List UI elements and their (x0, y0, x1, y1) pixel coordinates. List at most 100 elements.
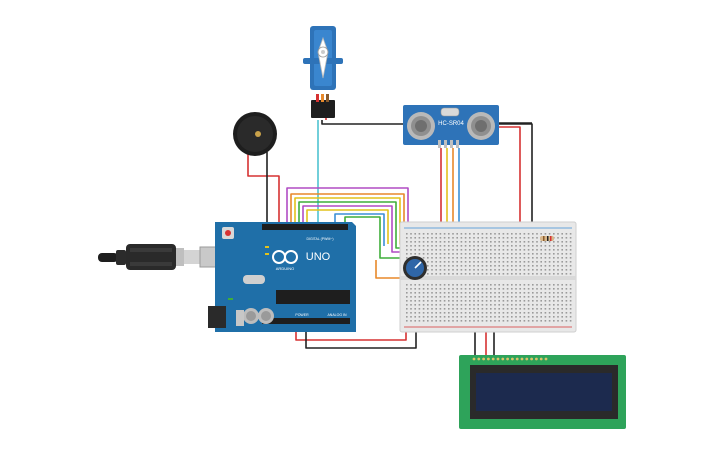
breadboard-hole (569, 245, 572, 247)
breadboard-hole (443, 249, 446, 251)
breadboard-hole (561, 233, 563, 235)
breadboard-hole (565, 292, 568, 294)
breadboard-hole (527, 241, 530, 243)
breadboard-hole (418, 284, 421, 286)
breadboard-hole (473, 304, 475, 306)
breadboard-hole (540, 273, 542, 275)
breadboard-hole (553, 269, 555, 271)
breadboard-hole (414, 320, 416, 322)
lcd-pin (539, 357, 543, 361)
lcd-pin (496, 357, 500, 361)
breadboard-hole (490, 273, 492, 275)
wire-buzzer-red[interactable] (247, 152, 280, 224)
breadboard-hole (431, 284, 433, 286)
breadboard-hole (439, 233, 442, 235)
breadboard-hole (460, 245, 463, 247)
breadboard-hole (515, 237, 517, 239)
breadboard-hole (490, 304, 492, 306)
breadboard-hole (431, 273, 433, 275)
breadboard-hole (498, 261, 500, 263)
breadboard-hole (460, 284, 463, 286)
breadboard-hole (515, 233, 517, 235)
sensor-model-label: HC-SR04 (438, 121, 464, 127)
breadboard-hole (544, 269, 547, 271)
breadboard-hole (481, 261, 484, 263)
breadboard-hole (448, 284, 450, 286)
breadboard-hole (406, 312, 408, 314)
breadboard-hole (519, 269, 521, 271)
breadboard-hole (464, 265, 467, 267)
breadboard-hole (452, 292, 454, 294)
breadboard-hole (565, 257, 568, 259)
wire-green-2[interactable] (344, 216, 412, 259)
arduino-board-icon[interactable]: ARDUINO UNO DIGITAL (PWM~) POWER ANALOG … (208, 222, 356, 332)
breadboard-hole (506, 265, 509, 267)
breadboard-hole (410, 237, 412, 239)
breadboard-hole (435, 269, 437, 271)
breadboard-hole (477, 288, 479, 290)
breadboard-hole (502, 308, 505, 310)
breadboard-hole (565, 308, 568, 310)
breadboard-hole (494, 245, 496, 247)
breadboard-hole (435, 237, 437, 239)
breadboard-hole (502, 288, 505, 290)
breadboard-hole (485, 296, 488, 298)
breadboard-hole (473, 316, 475, 318)
breadboard-hole (452, 241, 454, 243)
breadboard-hole (569, 320, 572, 322)
wire-yellow-2[interactable] (306, 209, 389, 244)
breadboard-hole (557, 304, 559, 306)
breadboard-hole (548, 261, 551, 263)
breadboard-hole (452, 308, 454, 310)
breadboard-hole (490, 241, 492, 243)
breadboard-hole (464, 308, 467, 310)
breadboard-hole (481, 257, 484, 259)
breadboard-hole (464, 253, 467, 255)
breadboard-hole (435, 233, 437, 235)
breadboard-hole (553, 261, 555, 263)
breadboard-hole (481, 320, 484, 322)
breadboard-hole (523, 245, 526, 247)
breadboard-hole (406, 292, 408, 294)
breadboard-hole (448, 312, 450, 314)
breadboard-hole (494, 257, 496, 259)
breadboard-hole (536, 249, 538, 251)
breadboard-hole (553, 300, 555, 302)
breadboard-hole (490, 233, 492, 235)
breadboard-hole (557, 269, 559, 271)
breadboard-hole (481, 241, 484, 243)
breadboard-hole (565, 284, 568, 286)
breadboard-hole (422, 304, 425, 306)
breadboard-hole (527, 288, 530, 290)
breadboard-hole (523, 320, 526, 322)
breadboard-hole (473, 288, 475, 290)
breadboard-hole (561, 261, 563, 263)
breadboard-hole (473, 237, 475, 239)
breadboard-hole (523, 288, 526, 290)
breadboard-hole (481, 292, 484, 294)
wire-blue-1[interactable] (334, 213, 385, 246)
breadboard-hole (532, 300, 534, 302)
breadboard-hole (435, 261, 437, 263)
breadboard-hole (532, 304, 534, 306)
servo-icon[interactable] (303, 26, 343, 118)
breadboard-hole (452, 245, 454, 247)
breadboard-hole (553, 241, 555, 243)
breadboard-hole (511, 269, 513, 271)
breadboard-hole (460, 249, 463, 251)
potentiometer-icon[interactable] (403, 256, 427, 280)
breadboard-hole (561, 292, 563, 294)
lcd-icon[interactable] (459, 355, 626, 429)
buzzer-icon[interactable] (233, 112, 277, 156)
breadboard-hole (427, 320, 429, 322)
ultrasonic-sensor-icon[interactable]: HC-SR04 (403, 105, 499, 148)
breadboard-hole (569, 233, 572, 235)
breadboard-hole (477, 273, 479, 275)
breadboard-hole (523, 292, 526, 294)
wire-sonar-red[interactable] (497, 126, 521, 226)
breadboard-hole (418, 296, 421, 298)
breadboard-hole (481, 284, 484, 286)
breadboard-hole (485, 237, 488, 239)
breadboard-hole (565, 261, 568, 263)
